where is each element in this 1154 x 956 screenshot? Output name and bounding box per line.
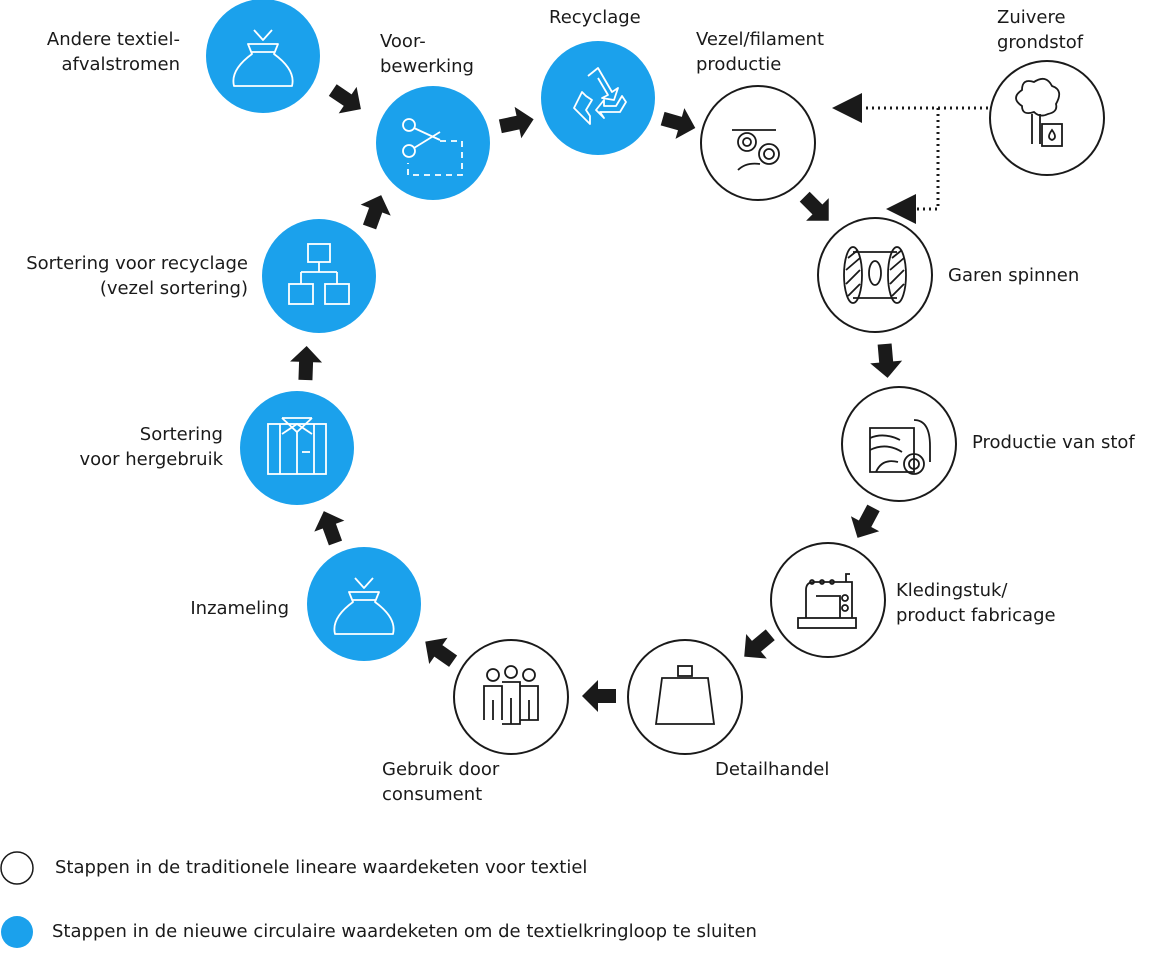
flow-arrows xyxy=(290,84,903,712)
step-garen xyxy=(817,217,933,333)
flow-arrow-5 xyxy=(870,343,903,378)
step-zuivere xyxy=(989,60,1105,176)
flow-arrow-8 xyxy=(582,680,616,712)
label-recyclage: Recyclage xyxy=(549,7,641,28)
label-detail: Detailhandel xyxy=(715,759,830,780)
shirt-box-icon xyxy=(267,417,327,475)
shop-weight-icon xyxy=(654,665,716,725)
step-voorbewerking xyxy=(376,86,490,200)
bag-icon xyxy=(232,29,294,87)
flow-arrow-10 xyxy=(314,511,345,546)
flow-arrow-1 xyxy=(328,84,361,114)
filament-icon xyxy=(732,129,780,171)
flow-arrow-2 xyxy=(498,106,534,139)
step-recyclage xyxy=(541,41,655,155)
legend-circular-text: Stappen in de nieuwe circulaire waardeke… xyxy=(52,921,757,942)
legend-traditional-swatch xyxy=(0,851,34,885)
step-hergebruik xyxy=(240,391,354,505)
raw-material-feed-lines xyxy=(832,93,988,224)
yarn-spool-icon xyxy=(843,246,907,304)
label-garen: Garen spinnen xyxy=(948,265,1080,286)
legend-traditional-text: Stappen in de traditionele lineare waard… xyxy=(55,857,588,878)
step-kleding xyxy=(770,542,886,658)
recycle-icon xyxy=(573,67,627,125)
label-inzameling: Inzameling xyxy=(190,598,289,619)
flow-arrow-7 xyxy=(744,629,775,659)
people-icon xyxy=(483,665,539,725)
step-vezel xyxy=(700,85,816,201)
sewing-machine-icon xyxy=(797,573,857,629)
flow-arrow-4 xyxy=(799,191,829,221)
flow-arrow-9 xyxy=(425,637,458,667)
flow-arrow-11 xyxy=(290,346,323,381)
step-gebruik xyxy=(453,639,569,755)
scissors-icon xyxy=(402,118,463,176)
flow-arrow-12 xyxy=(360,195,391,230)
tree-barrel-icon xyxy=(1015,77,1063,147)
label-andere: Andere textiel-afvalstromen xyxy=(46,29,180,75)
step-inzameling xyxy=(307,547,421,661)
step-sortrec xyxy=(262,219,376,333)
label-stof: Productie van stof xyxy=(972,432,1135,453)
step-andere xyxy=(206,0,320,113)
step-detail xyxy=(627,639,743,755)
step-stof xyxy=(841,386,957,502)
fabric-roll-icon xyxy=(869,419,931,475)
label-sortrec: Sortering voor recyclage(vezel sortering… xyxy=(26,253,248,299)
flow-arrow-3 xyxy=(660,108,696,139)
hierarchy-icon xyxy=(288,243,350,305)
label-voorbewerking: Voor-bewerking xyxy=(380,31,474,77)
legend-circular-swatch xyxy=(1,916,33,948)
label-kleding: Kledingstuk/product fabricage xyxy=(896,580,1056,626)
bag-icon xyxy=(333,577,395,635)
flow-arrow-6 xyxy=(850,504,880,538)
